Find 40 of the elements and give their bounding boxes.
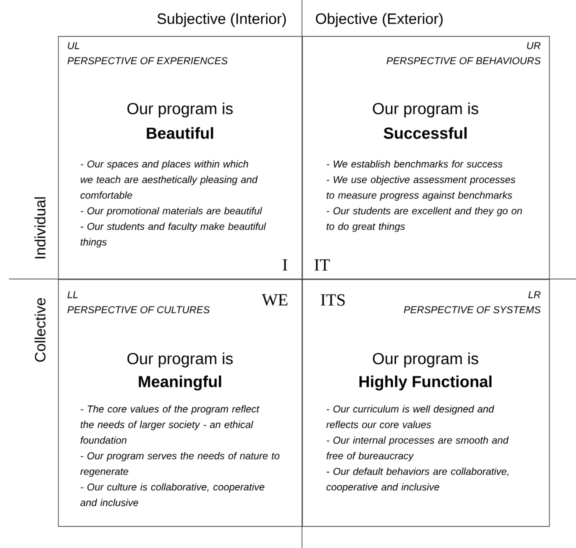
quadrant-pronoun: WE xyxy=(262,294,288,306)
perspective-label: PERSPECTIVE OF SYSTEMS xyxy=(404,306,541,314)
quadrant-box xyxy=(58,36,303,280)
quadrant-heading: Our program is xyxy=(372,352,478,368)
bullet-item: - We use objective assessment processes to measure progress against benchmarks xyxy=(326,176,516,201)
perspective-label: PERSPECTIVE OF BEHAVIOURS xyxy=(386,57,541,64)
quadrant-code: UR xyxy=(527,42,540,50)
quadrant-box xyxy=(302,36,550,280)
quadrant-pronoun: ITS xyxy=(320,294,345,306)
quadrant-heading: Our program is xyxy=(372,102,478,118)
quadrant-code: LL xyxy=(68,291,78,298)
bullet-item: - We establish benchmarks for success xyxy=(326,160,503,168)
quadrant-heading: Our program is xyxy=(127,102,233,118)
quadrant-box xyxy=(58,279,303,527)
bullet-item: - Our spaces and places within which we teach are aesthetically pleasing and comfortable xyxy=(80,160,258,199)
quadrant-title: Highly Functional xyxy=(359,376,492,390)
axis-heading: Subjective (Interior) xyxy=(157,13,286,27)
bullet-item: - Our students are excellent and they go on to do great things xyxy=(326,207,522,232)
bullet-item: - Our curriculum is well designed and reflects our core values xyxy=(326,405,494,428)
quadrant-code: UL xyxy=(68,42,80,50)
perspective-label: PERSPECTIVE OF CULTURES xyxy=(68,306,210,314)
quadrant-code: LR xyxy=(528,291,540,298)
quadrant-pronoun: IT xyxy=(314,259,330,271)
quadrant-box xyxy=(302,279,550,527)
axis-heading: Objective (Exterior) xyxy=(316,13,443,27)
quadrant-pronoun: I xyxy=(282,259,288,271)
bullet-item: - Our students and faculty make beautiful things xyxy=(80,222,266,248)
bullet-item: - Our program serves the needs of nature to regenerate xyxy=(80,452,280,477)
quadrant-title: Successful xyxy=(384,127,467,139)
quadrant-title: Meaningful xyxy=(138,376,222,390)
bullet-item: - Our promotional materials are beautiful xyxy=(80,207,262,216)
bullet-item: - Our culture is collaborative, cooperative and inclusive xyxy=(80,483,264,506)
axis-heading: Collective xyxy=(34,298,46,362)
bullet-item: - Our internal processes are smooth and free of bureaucracy xyxy=(326,436,509,462)
quadrant-title: Beautiful xyxy=(146,127,214,139)
bullet-item: - The core values of the program reflect the needs of larger society - an ethical foundation xyxy=(80,405,260,444)
perspective-label: PERSPECTIVE OF EXPERIENCES xyxy=(68,57,228,64)
bullet-item: - Our default behaviors are collaborative, cooperative and inclusive xyxy=(326,468,508,492)
quadrant-heading: Our program is xyxy=(127,352,233,368)
axis-heading: Individual xyxy=(34,197,46,258)
